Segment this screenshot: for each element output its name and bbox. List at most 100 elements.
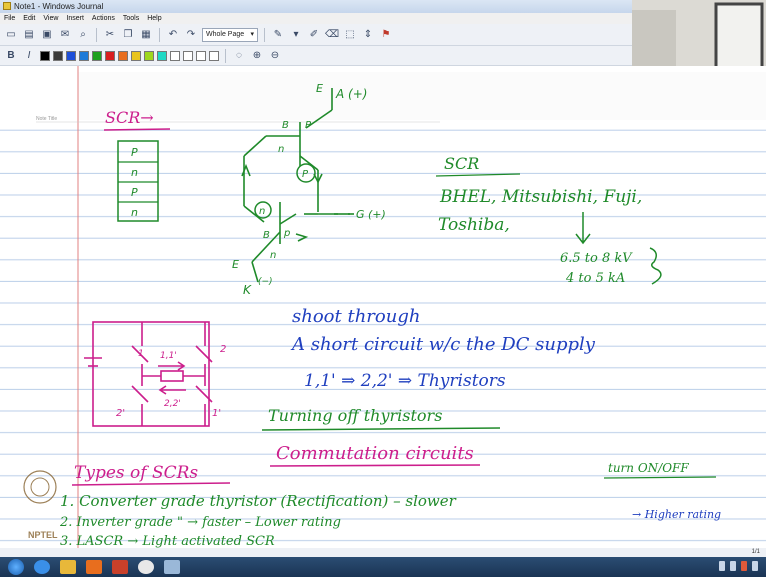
toolbar-divider: [159, 27, 160, 42]
eraser-icon[interactable]: ⌫: [324, 29, 340, 40]
short-circuit-note: A short circuit w/c the DC supply: [290, 334, 596, 355]
pen-color-swatch[interactable]: [118, 50, 128, 61]
toolbar-divider: [264, 27, 265, 42]
find-icon[interactable]: ⌕: [80, 29, 86, 40]
switch-label: 1: [138, 349, 144, 359]
menu-view[interactable]: View: [43, 15, 59, 22]
journal-taskbar-icon[interactable]: [164, 560, 180, 574]
page-width-value: Whole Page: [206, 30, 245, 38]
pen-color-swatch[interactable]: [209, 50, 219, 61]
pen-color-palette: [40, 50, 219, 61]
bold-icon[interactable]: B: [7, 50, 15, 61]
pen-color-swatch[interactable]: [183, 50, 193, 61]
media-player-icon[interactable]: [86, 560, 102, 574]
voltage-rating: 6.5 to 8 kV: [560, 251, 633, 266]
open-icon[interactable]: ▤: [24, 29, 34, 40]
pen-color-swatch[interactable]: [157, 50, 167, 61]
type-2-inverter: 2. Inverter grade " → faster – Lower rat…: [59, 515, 341, 530]
zoom-in-icon[interactable]: ⊕: [252, 50, 262, 61]
cathode-sign: (−): [258, 277, 273, 287]
scr-heading: SCR: [444, 154, 479, 173]
menu-actions[interactable]: Actions: [91, 15, 115, 22]
menu-edit[interactable]: Edit: [23, 15, 36, 22]
switch-label: 2: [220, 344, 226, 355]
paste-icon[interactable]: ▦: [141, 29, 151, 40]
start-button-icon[interactable]: [8, 559, 24, 575]
journal-app-icon: [3, 2, 11, 10]
page-width-select[interactable]: Whole Page ▾: [202, 27, 258, 42]
pen-color-swatch[interactable]: [53, 50, 63, 61]
windows-taskbar: [0, 557, 766, 577]
pen-color-swatch[interactable]: [66, 50, 76, 61]
save-icon[interactable]: ▣: [42, 29, 52, 40]
italic-icon[interactable]: I: [27, 50, 31, 61]
chrome-icon[interactable]: [138, 560, 154, 574]
higher-rating-note: → Higher rating: [632, 508, 721, 521]
battery-icon[interactable]: [752, 561, 758, 571]
n-circle-label: n: [259, 206, 265, 217]
pen-color-swatch[interactable]: [131, 50, 141, 61]
title-bar: Note1 - Windows Journal: [0, 0, 632, 13]
pen-color-swatch[interactable]: [92, 50, 102, 61]
n-region-label: n: [270, 250, 276, 261]
powerpoint-icon[interactable]: [112, 560, 128, 574]
new-note-icon[interactable]: ▭: [6, 29, 16, 40]
selection-tool-icon[interactable]: ⬚: [345, 29, 355, 40]
network-icon[interactable]: [719, 561, 725, 571]
anode-label: A (+): [335, 87, 367, 101]
file-explorer-icon[interactable]: [60, 560, 76, 574]
switch-label: 1,1': [160, 351, 177, 361]
makers-line-2: Toshiba,: [438, 215, 510, 235]
switch-label: 2': [116, 408, 125, 419]
pen-toolbar: B I ◌ ⊕ ⊖: [0, 46, 632, 66]
type-1-converter: 1. Converter grade thyristor (Rectificat…: [60, 492, 457, 510]
p-region-label: p: [283, 228, 290, 239]
layer-label: P: [131, 146, 138, 159]
layer-label: P: [131, 186, 138, 199]
standard-toolbar: ▭ ▤ ▣ ✉ ⌕ ✂ ❐ ▦ ↶ ↷ Whole Page ▾ ✎ ▾ ✐ ⌫…: [0, 24, 632, 46]
internet-explorer-icon[interactable]: [34, 560, 50, 574]
menu-help[interactable]: Help: [147, 15, 162, 22]
flag-icon[interactable]: ⚑: [381, 29, 391, 40]
pen-color-swatch[interactable]: [40, 50, 50, 61]
toolbar-divider: [225, 48, 226, 63]
chevron-down-icon: ▾: [250, 30, 254, 38]
pen-color-swatch[interactable]: [170, 50, 180, 61]
commutation-note: Commutation circuits: [276, 443, 474, 464]
pen-color-swatch[interactable]: [144, 50, 154, 61]
highlighter-icon[interactable]: ✐: [309, 29, 319, 40]
pen-tool-icon[interactable]: ✎: [273, 29, 283, 40]
insert-space-icon[interactable]: ⇕: [363, 29, 373, 40]
gate-label: G (+): [356, 208, 386, 221]
pnpn-block: [117, 140, 159, 222]
layer-label: n: [131, 206, 138, 219]
menu-insert[interactable]: Insert: [66, 15, 84, 22]
menu-tools[interactable]: Tools: [122, 15, 140, 22]
n-region-label: n: [278, 144, 284, 155]
menu-file[interactable]: File: [4, 15, 16, 22]
layer-label: n: [131, 166, 138, 179]
turn-on-off-note: turn ON/OFF: [608, 461, 689, 475]
copy-icon[interactable]: ❐: [123, 29, 133, 40]
zoom-out-icon[interactable]: ⊖: [270, 50, 280, 61]
lasso-icon[interactable]: ◌: [236, 50, 242, 61]
email-icon[interactable]: ✉: [60, 29, 70, 40]
inverter-bridge-sketch: [84, 321, 213, 427]
status-bar: 1/1: [0, 548, 766, 557]
scr-title: SCR→: [105, 108, 154, 127]
pen-color-swatch[interactable]: [79, 50, 89, 61]
pen-dropdown-icon[interactable]: ▾: [293, 29, 299, 40]
undo-icon[interactable]: ↶: [168, 29, 178, 40]
type-3-lascr: 3. LASCR → Light activated SCR: [60, 534, 275, 549]
base-label: B: [263, 230, 270, 241]
journal-page[interactable]: Note Title SCR→ P n P n: [0, 66, 766, 556]
turning-off-note: Turning off thyristors: [268, 406, 442, 425]
svg-text:NPTEL: NPTEL: [28, 530, 58, 540]
cut-icon[interactable]: ✂: [105, 29, 115, 40]
pen-color-swatch[interactable]: [196, 50, 206, 61]
pen-color-swatch[interactable]: [105, 50, 115, 61]
redo-icon[interactable]: ↷: [186, 29, 196, 40]
flag-tray-icon[interactable]: [741, 561, 747, 571]
volume-icon[interactable]: [730, 561, 736, 571]
p-region-label: P: [305, 120, 312, 131]
